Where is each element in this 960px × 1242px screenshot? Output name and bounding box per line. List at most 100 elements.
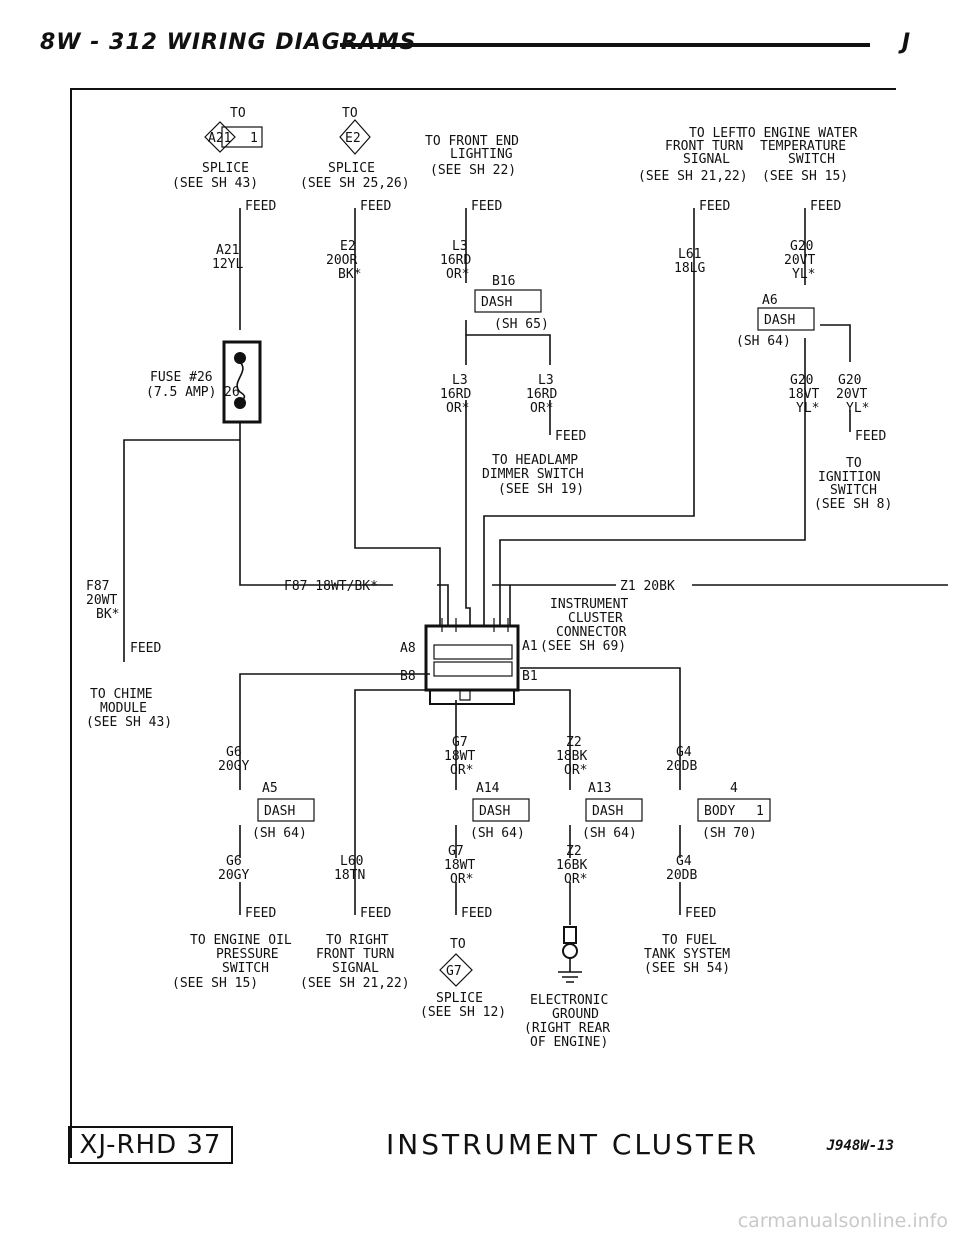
body-box (697, 798, 771, 822)
e2-splice-id: E2 (345, 131, 361, 146)
page-footer: XJ-RHD 37 INSTRUMENT CLUSTER J948W-13 (68, 1126, 898, 1164)
front-end-line3: (SEE SH 22) (430, 163, 516, 178)
wire-g20-tracer: YL* (792, 267, 815, 282)
ground-line1: ELECTRONIC (530, 993, 608, 1008)
front-end-line1: TO FRONT END (425, 134, 519, 149)
wire-z2b-gauge: 16BK (556, 858, 587, 873)
cluster-pin-b8: B8 (400, 669, 416, 684)
wire-g6b-gauge: 20GY (218, 868, 249, 883)
wire-l61-id: L61 (678, 247, 701, 262)
ground-line4: OF ENGINE) (530, 1035, 608, 1050)
wire-g20b-gauge: 18VT (788, 387, 819, 402)
left-turn-line1: TO LEFT (689, 126, 744, 141)
dash-b16-text: DASH (481, 295, 512, 310)
wire-e2-tracer: BK* (338, 267, 361, 282)
water-line2: TEMPERATURE (760, 139, 846, 154)
wire-z2b-tracer: OR* (564, 872, 587, 887)
cluster-line3: CONNECTOR (556, 625, 627, 640)
wire-z2-gauge: 18BK (556, 749, 587, 764)
feed-label-ign: FEED (855, 429, 886, 444)
wire-g20c-gauge: 20VT (836, 387, 867, 402)
dash-box-b16 (474, 289, 542, 313)
ign-line3: SWITCH (830, 483, 877, 498)
body-box-text: BODY (704, 804, 735, 819)
wire-g20c-tracer: YL* (846, 401, 869, 416)
rt-line2: FRONT TURN (316, 947, 394, 962)
splice-g7-symbol (439, 953, 473, 987)
a13-label: A13 (588, 781, 611, 796)
dash-box-a5 (257, 798, 315, 822)
ground-line2: GROUND (552, 1007, 599, 1022)
a5-label: A5 (262, 781, 278, 796)
water-line4: (SEE SH 15) (762, 169, 848, 184)
fuse-rating: (7.5 AMP) (146, 385, 216, 400)
wire-g7-id: G7 (452, 735, 468, 750)
a6-label: A6 (762, 293, 778, 308)
wire-g20-branch (820, 324, 851, 362)
wire-l60-id: L60 (340, 854, 363, 869)
footer-figure-code: J948W-13 (826, 1138, 894, 1154)
body-pin-four: 4 (730, 781, 738, 796)
watermark: carmanualsonline.info (737, 1210, 948, 1232)
dash-a14-text: DASH (479, 804, 510, 819)
wire-g7-tracer: OR* (450, 763, 473, 778)
wire-l3c-gauge: 16RD (526, 387, 557, 402)
wire-l3b-gauge: 16RD (440, 387, 471, 402)
feed-label-e2: FEED (360, 199, 391, 214)
splice-a21-symbol (204, 121, 263, 153)
header-rule (340, 43, 870, 47)
splice2-see: (SEE SH 25,26) (300, 176, 410, 191)
chime-line1: TO CHIME (90, 687, 153, 702)
left-turn-line2: FRONT TURN (665, 139, 743, 154)
dimmer-line1: TO HEADLAMP (492, 453, 578, 468)
oil-line2: PRESSURE (216, 947, 279, 962)
cluster-pin-a8: A8 (400, 641, 416, 656)
sh64-a6-text: (SH 64) (736, 334, 791, 349)
header-model-letter: J (901, 30, 910, 55)
dash-a6-text: DASH (764, 313, 795, 328)
g7-splice-line2: (SEE SH 12) (420, 1005, 506, 1020)
wire-l61-gauge: 18LG (674, 261, 705, 276)
footer-model-box: XJ-RHD 37 (68, 1126, 233, 1164)
wire-g20c-id: G20 (838, 373, 861, 388)
wire-z2b-id: Z2 (566, 844, 582, 859)
wire-lines (123, 208, 948, 925)
wire-g4-gauge: 20DB (666, 759, 697, 774)
wire-e2-gauge: 20OR (326, 253, 357, 268)
oil-line4: (SEE SH 15) (172, 976, 258, 991)
feed-label-fuel: FEED (685, 906, 716, 921)
wire-g20b-id: G20 (790, 373, 813, 388)
to-a21-label: TO (230, 106, 246, 121)
wire-f87-gauge: 20WT (86, 593, 117, 608)
wire-f87-run-label: F87 18WT/BK* (284, 579, 378, 594)
wire-l3b-id: L3 (452, 373, 468, 388)
dash-box-a6 (757, 307, 815, 331)
splice1-label: SPLICE (202, 161, 249, 176)
wire-z2-tracer: OR* (564, 763, 587, 778)
to-e2-label: TO (342, 106, 358, 121)
ign-line2: IGNITION (818, 470, 881, 485)
fuel-line2: TANK SYSTEM (644, 947, 730, 962)
fuel-line3: (SEE SH 54) (644, 961, 730, 976)
water-line3: SWITCH (788, 152, 835, 167)
wire-g7-gauge: 18WT (444, 749, 475, 764)
wire-g20-left (499, 338, 806, 625)
fuse-26-symbol (222, 340, 262, 424)
wire-f87-id: F87 (86, 579, 109, 594)
wire-l61 (483, 208, 695, 625)
wire-l3c-id: L3 (538, 373, 554, 388)
left-turn-line4: (SEE SH 21,22) (638, 169, 748, 184)
cluster-pin-a1: A1 (522, 639, 538, 654)
cluster-connector-symbol (424, 618, 520, 705)
wire-l3-id: L3 (452, 239, 468, 254)
rt-line3: SIGNAL (332, 961, 379, 976)
cluster-line2: CLUSTER (568, 611, 623, 626)
footer-title: INSTRUMENT CLUSTER (386, 1128, 760, 1161)
left-turn-line3: SIGNAL (683, 152, 730, 167)
dash-box-a14 (472, 798, 530, 822)
cluster-line1: INSTRUMENT (550, 597, 628, 612)
dash-a5-text: DASH (264, 804, 295, 819)
wire-a21-id: A21 (216, 243, 239, 258)
dimmer-line3: (SEE SH 19) (498, 482, 584, 497)
